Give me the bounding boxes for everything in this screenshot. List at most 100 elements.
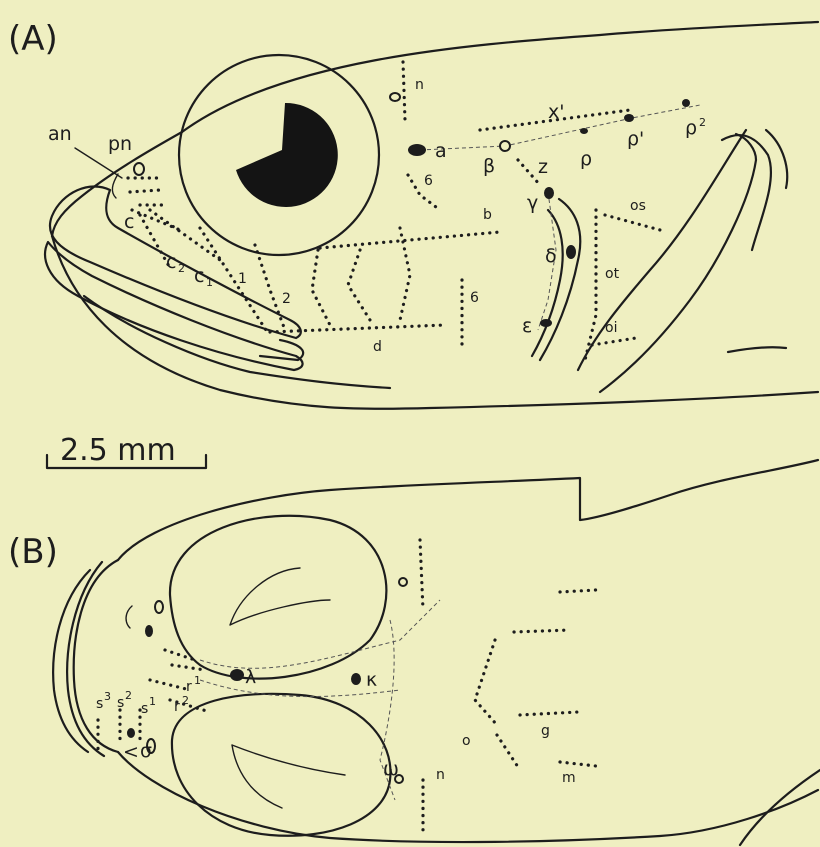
- pore-gamma: [544, 187, 554, 199]
- label-omega: ω: [383, 758, 399, 780]
- canal-b-top: [560, 590, 596, 592]
- label-1: 1: [238, 271, 247, 287]
- preopercle-inner: [532, 210, 563, 356]
- label-n: n: [415, 77, 424, 93]
- label-b-n: n: [436, 767, 445, 783]
- canal-b-m: [560, 762, 596, 766]
- canal-sub-3: [312, 250, 330, 325]
- label-d: d: [373, 339, 382, 355]
- canal-n: [403, 62, 405, 120]
- label-beta: β: [483, 155, 495, 177]
- pore-pn: [134, 163, 144, 175]
- label-g: g: [541, 723, 550, 739]
- pore-epsilon: [540, 319, 552, 327]
- eye-upper-lens: [230, 568, 330, 625]
- pupil: [236, 103, 338, 207]
- canal-d: [270, 325, 445, 332]
- label-os: os: [630, 198, 646, 214]
- label-c: c: [124, 211, 134, 233]
- pore-b-2: [145, 625, 153, 637]
- gill-flap: [722, 135, 771, 250]
- label-x1: x': [548, 101, 564, 123]
- panel-a-label: (A): [8, 19, 58, 59]
- eye-lower-lens: [232, 745, 345, 808]
- label-lambda: λ: [245, 666, 256, 688]
- label-c2: c: [166, 251, 176, 273]
- head-dorsal-outline: [182, 22, 818, 132]
- label-b: b: [483, 207, 492, 223]
- eye-lower-b: [172, 694, 391, 836]
- label-6-lower: 6: [470, 290, 479, 306]
- canal-b-o-upper: [475, 640, 497, 725]
- canal-b-mid: [514, 630, 570, 632]
- nasal-pores-cluster: [128, 178, 168, 205]
- head-dorsal-outline-b: [118, 460, 818, 560]
- label-rho2: ρ: [685, 117, 697, 139]
- label-z: z: [538, 156, 548, 178]
- panel-b-label: (B): [8, 532, 58, 572]
- nostril-b-upper: [126, 606, 132, 628]
- canal-b-r: [150, 650, 210, 712]
- canal-z: [518, 160, 540, 185]
- label-6-upper: 6: [424, 173, 433, 189]
- label-gamma: γ: [527, 192, 538, 214]
- pore-rho2: [682, 99, 690, 107]
- label-s1: s: [141, 701, 148, 717]
- label-lt: <: [123, 741, 139, 763]
- scale-bar: 2.5 mm: [47, 433, 206, 468]
- pore-lambda: [230, 669, 244, 681]
- label-r1: r: [186, 679, 192, 695]
- label-2: 2: [282, 291, 291, 307]
- nostril-anterior: [112, 174, 118, 198]
- pore-b-1: [155, 601, 163, 613]
- label-kappa: κ: [366, 669, 377, 691]
- pore-b-upper: [399, 578, 407, 586]
- label-sigma: σ: [140, 740, 152, 762]
- canal-b-o-lower: [497, 735, 520, 770]
- label-o: o: [462, 733, 471, 749]
- label-s3-sup: 3: [104, 690, 111, 703]
- canal-b-1: [420, 540, 423, 610]
- pore-rho: [580, 128, 588, 134]
- label-r2: r: [174, 699, 180, 715]
- snout-b: [74, 560, 118, 752]
- canal-2: [255, 245, 285, 330]
- label-a: a: [435, 140, 447, 162]
- canal-os: [605, 215, 660, 230]
- pore-n: [390, 93, 400, 101]
- label-s2: s: [117, 695, 124, 711]
- panel-a: (A): [8, 19, 818, 409]
- lower-jaw-line: [84, 296, 390, 388]
- label-s2-sup: 2: [125, 689, 132, 702]
- label-ot: ot: [605, 266, 620, 282]
- canal-ot: [585, 210, 596, 360]
- pore-b-s: [127, 728, 135, 738]
- label-rho1: ρ': [627, 128, 644, 150]
- label-rho2-sup: 2: [699, 116, 706, 129]
- canal-b-g: [520, 712, 578, 715]
- label-epsilon: ε: [522, 315, 532, 337]
- scale-bar-label: 2.5 mm: [60, 433, 176, 468]
- label-s3: s: [96, 696, 103, 712]
- eye-upper-b: [170, 516, 386, 679]
- label-delta: δ: [545, 245, 557, 267]
- label-rho: ρ: [580, 148, 592, 170]
- label-c2-sub: 2: [178, 262, 185, 275]
- canal-b: [320, 232, 500, 248]
- label-c1-sub: 1: [206, 276, 213, 289]
- label-r1-sup: 1: [194, 674, 201, 687]
- head-lower-outline-b: [118, 752, 818, 842]
- label-c1: c: [194, 265, 204, 287]
- pore-delta: [566, 245, 576, 259]
- label-oi: oi: [605, 320, 617, 336]
- pectoral-fin-upper: [600, 134, 756, 392]
- pore-a: [408, 144, 426, 156]
- panel-b: (B): [8, 460, 820, 845]
- pore-rho1: [624, 114, 634, 122]
- label-s1-sup: 1: [149, 695, 156, 708]
- canal-sub-4: [348, 250, 370, 320]
- label-pn: pn: [108, 133, 132, 155]
- canal-oi: [592, 338, 636, 345]
- pore-kappa: [351, 673, 361, 685]
- label-r2-sup: 2: [182, 694, 189, 707]
